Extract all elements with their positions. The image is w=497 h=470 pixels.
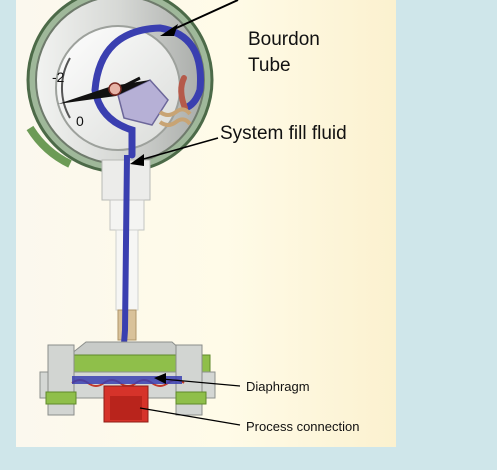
- gauge-pointer: [58, 76, 150, 104]
- scale-label-zero: 0: [76, 113, 84, 129]
- process-connection: [103, 385, 149, 423]
- label-bourdon-line2: Tube: [248, 55, 291, 76]
- label-bourdon-tube: Bourdon Tube: [248, 27, 320, 79]
- tube-tip: [178, 75, 188, 111]
- scale-label-minus2: -2: [52, 69, 65, 85]
- label-diaphragm: Diaphragm: [246, 379, 310, 394]
- bourdon-tube: [91, 24, 204, 159]
- label-system-fill-fluid: System fill fluid: [220, 123, 347, 144]
- label-process-connection: Process connection: [246, 419, 360, 434]
- label-bourdon-line1: Bourdon: [248, 29, 320, 50]
- gauge-movement: [117, 79, 192, 127]
- leader-lines: [130, 0, 241, 426]
